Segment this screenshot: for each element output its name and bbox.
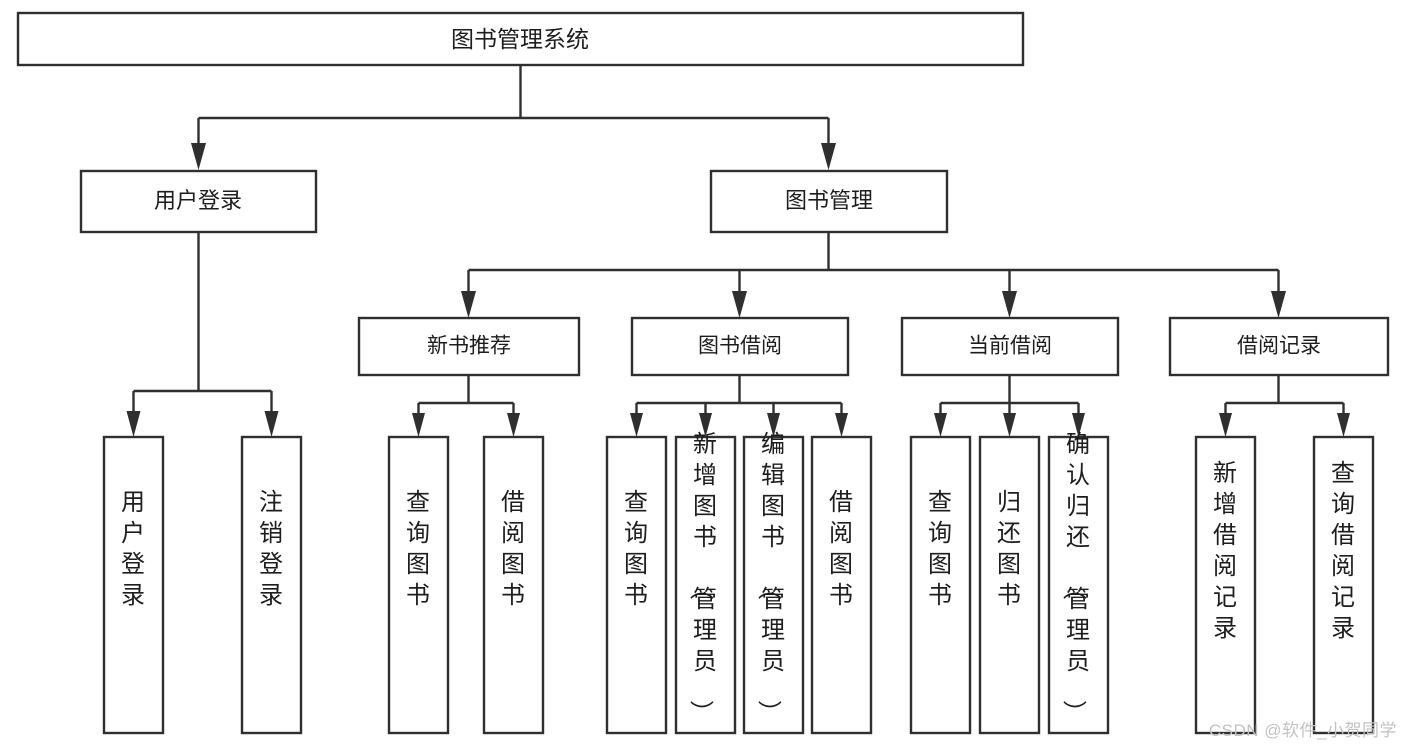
node-current-borrow-box xyxy=(900,316,1120,377)
leaf-user-login-1-label: 用户登录 xyxy=(121,489,145,609)
leaf-current-borrow-3-box xyxy=(1047,435,1110,735)
connector-group-bookmgmt xyxy=(461,232,1286,318)
leaf-current-borrow-1-label: 查询图书 xyxy=(928,489,952,609)
arrow-bookborrow-leaf2-icon xyxy=(699,413,712,437)
arrow-root-to-bookmgmt-icon xyxy=(821,143,836,170)
leaf-book-borrow-4-box xyxy=(810,435,873,735)
leaf-current-borrow-2[interactable]: 归还图书 xyxy=(978,435,1041,735)
node-book-management-box xyxy=(709,169,949,234)
leaf-new-book-1-label: 查询图书 xyxy=(406,489,430,609)
arrow-root-to-userlogin-icon xyxy=(191,143,206,170)
leaf-current-borrow-2-label: 归还图书 xyxy=(997,489,1021,609)
arrow-bookmgmt-c3-icon xyxy=(1002,291,1017,318)
node-new-book-recommend-label: 新书推荐 xyxy=(427,335,511,358)
arrow-bookborrow-leaf4-icon xyxy=(835,413,848,437)
node-book-borrow-label: 图书借阅 xyxy=(698,335,782,358)
node-user-login-box xyxy=(79,169,318,234)
leaf-user-login-2-box xyxy=(240,435,303,735)
leaf-book-borrow-3[interactable]: 编辑图书（管理员） xyxy=(742,431,805,735)
node-root-label: 图书管理系统 xyxy=(451,26,589,52)
arrow-newbook-leaf2-icon xyxy=(507,413,520,437)
node-book-management[interactable]: 图书管理 xyxy=(709,169,949,234)
leaf-borrow-record-1[interactable]: 新增借阅记录 xyxy=(1194,435,1257,735)
leaf-book-borrow-1-box xyxy=(605,435,668,735)
node-new-book-recommend-box xyxy=(357,316,581,377)
leaf-book-borrow-4-label: 借阅图书 xyxy=(829,489,853,609)
csdn-watermark: CSDN @软件_小贺同学 xyxy=(1208,721,1397,740)
leaf-borrow-record-1-box xyxy=(1194,435,1257,735)
leaf-borrow-record-2-box xyxy=(1312,435,1375,735)
leaf-user-login-2[interactable]: 注销登录 xyxy=(240,435,303,735)
node-book-borrow[interactable]: 图书借阅 xyxy=(630,316,850,377)
leaf-current-borrow-2-box xyxy=(978,435,1041,735)
leaf-borrow-record-2[interactable]: 查询借阅记录 xyxy=(1312,435,1375,735)
arrow-newbook-leaf1-icon xyxy=(412,413,425,437)
connector-group-borrowrecord xyxy=(1219,375,1350,437)
leaf-current-borrow-1[interactable]: 查询图书 xyxy=(909,435,972,735)
leaf-book-borrow-2[interactable]: 新增图书（管理员） xyxy=(674,431,737,735)
leaf-book-borrow-1-label: 查询图书 xyxy=(624,489,648,609)
leaf-new-book-1-box xyxy=(387,435,450,735)
node-borrow-record[interactable]: 借阅记录 xyxy=(1168,316,1390,377)
arrow-currentborrow-leaf2-icon xyxy=(1003,413,1016,437)
arrow-bookmgmt-c2-icon xyxy=(732,291,747,318)
connector-group-userlogin xyxy=(126,232,279,437)
leaf-new-book-2[interactable]: 借阅图书 xyxy=(482,435,545,735)
arrow-borrowrecord-leaf1-icon xyxy=(1219,413,1232,437)
leaf-book-borrow-3-box xyxy=(742,435,805,735)
leaf-user-login-1[interactable]: 用户登录 xyxy=(102,435,165,735)
arrow-userlogin-leaf1-icon xyxy=(126,411,141,437)
node-borrow-record-box xyxy=(1168,316,1390,377)
arrow-bookmgmt-c1-icon xyxy=(461,291,476,318)
leaf-borrow-record-1-label: 新增借阅记录 xyxy=(1213,460,1237,642)
arrow-borrowrecord-leaf2-icon xyxy=(1337,413,1350,437)
node-book-management-label: 图书管理 xyxy=(785,188,873,213)
node-user-login[interactable]: 用户登录 xyxy=(79,169,318,234)
leaf-current-borrow-1-box xyxy=(909,435,972,735)
leaf-user-login-2-label: 注销登录 xyxy=(259,489,283,609)
node-root-box xyxy=(16,11,1025,67)
connector-group-newbook xyxy=(412,375,520,437)
node-user-login-label: 用户登录 xyxy=(154,188,242,213)
node-current-borrow[interactable]: 当前借阅 xyxy=(900,316,1120,377)
leaf-book-borrow-3-label: 编辑图书（管理员） xyxy=(755,431,785,724)
node-current-borrow-label: 当前借阅 xyxy=(968,335,1052,358)
leaf-borrow-record-2-label: 查询借阅记录 xyxy=(1331,460,1355,642)
leaf-current-borrow-3-label: 确认归还（管理员） xyxy=(1060,431,1090,724)
arrow-bookborrow-leaf1-icon xyxy=(630,413,643,437)
leaf-new-book-1[interactable]: 查询图书 xyxy=(387,435,450,735)
node-borrow-record-label: 借阅记录 xyxy=(1237,335,1321,358)
leaf-book-borrow-2-box xyxy=(674,435,737,735)
leaf-book-borrow-4[interactable]: 借阅图书 xyxy=(810,435,873,735)
arrow-currentborrow-leaf3-icon xyxy=(1072,413,1085,437)
leaf-new-book-2-label: 借阅图书 xyxy=(501,489,525,609)
node-new-book-recommend[interactable]: 新书推荐 xyxy=(357,316,581,377)
node-root[interactable]: 图书管理系统 xyxy=(16,11,1025,67)
leaf-new-book-2-box xyxy=(482,435,545,735)
arrow-currentborrow-leaf1-icon xyxy=(934,413,947,437)
arrow-userlogin-leaf2-icon xyxy=(264,411,279,437)
leaf-current-borrow-3[interactable]: 确认归还（管理员） xyxy=(1047,431,1110,735)
connector-group-bookborrow xyxy=(630,375,848,437)
leaf-book-borrow-1[interactable]: 查询图书 xyxy=(605,435,668,735)
arrow-bookborrow-leaf3-icon xyxy=(767,413,780,437)
leaf-book-borrow-2-label: 新增图书（管理员） xyxy=(687,431,717,724)
arrow-bookmgmt-c4-icon xyxy=(1271,291,1286,318)
connector-group-root xyxy=(191,65,836,170)
leaf-user-login-1-box xyxy=(102,435,165,735)
connector-group-currentborrow xyxy=(934,375,1085,437)
node-book-borrow-box xyxy=(630,316,850,377)
